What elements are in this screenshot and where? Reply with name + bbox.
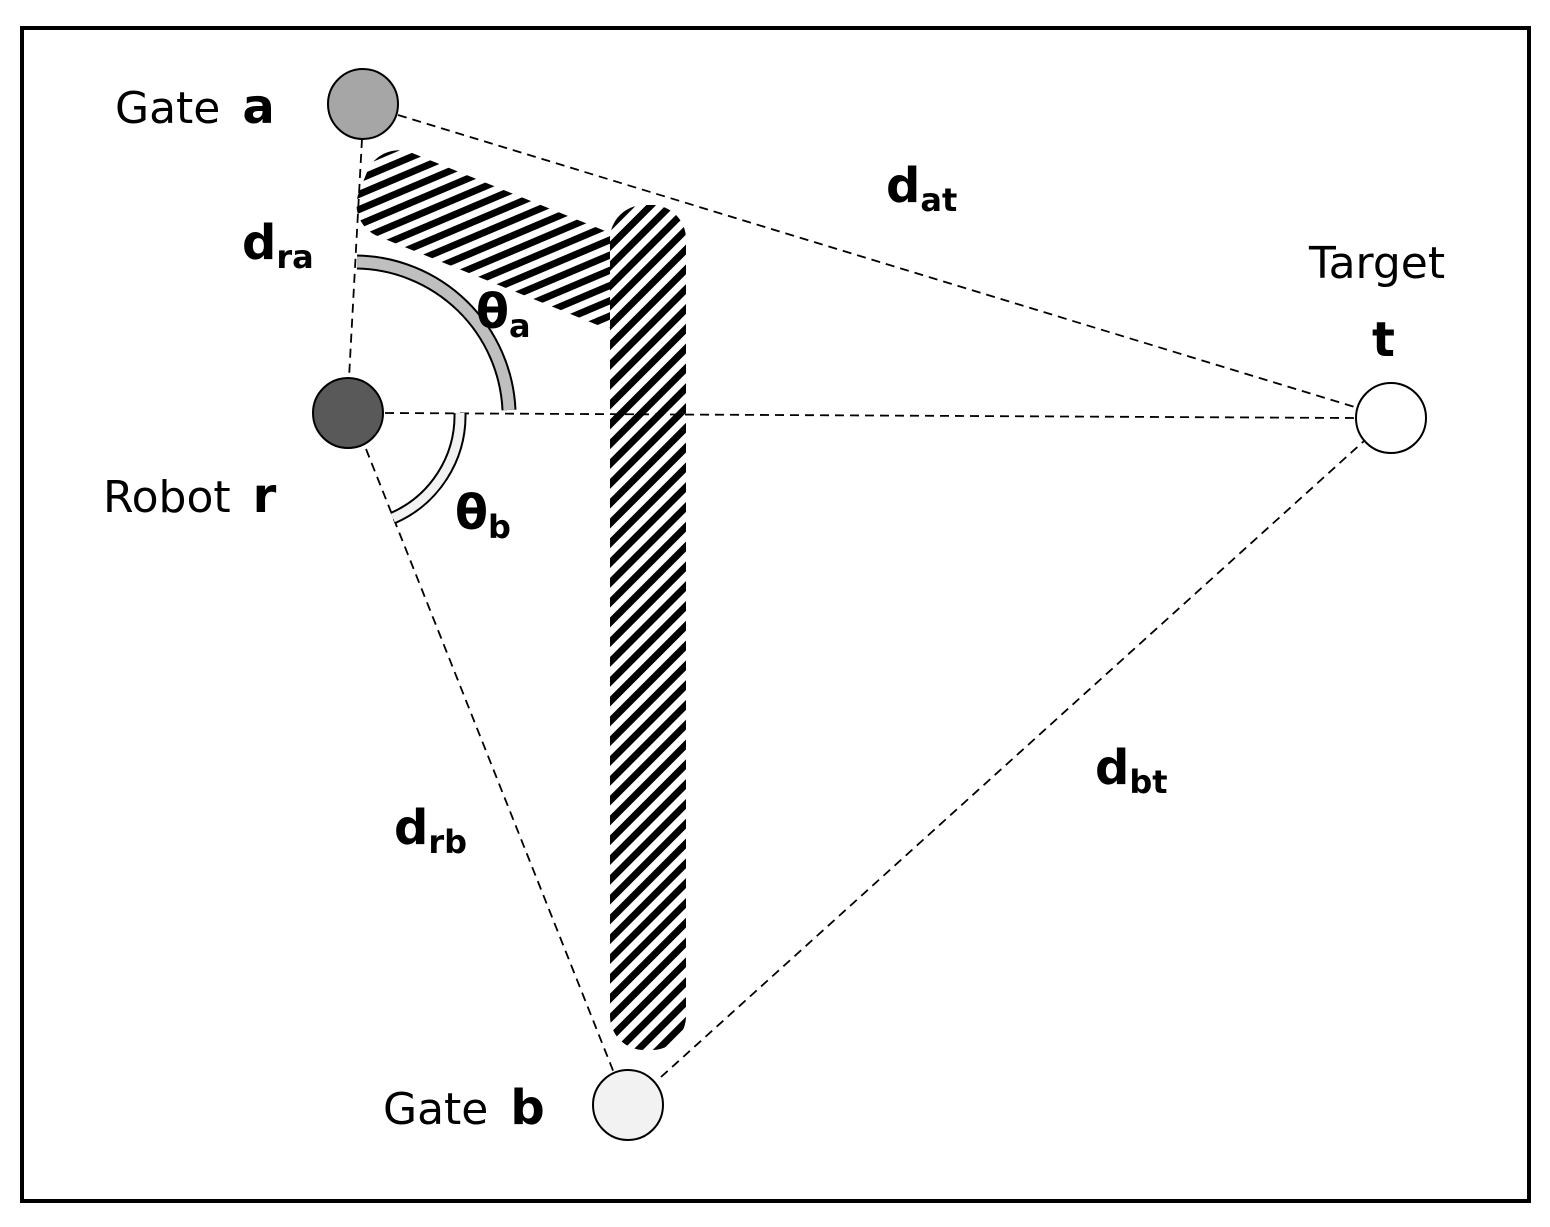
robot-r-node <box>312 377 384 449</box>
gate-a-node <box>327 68 399 140</box>
angle-label-theta-b: θb <box>455 485 511 546</box>
obstacle-horizontal-arm <box>356 150 654 328</box>
gate-b-node <box>592 1069 664 1141</box>
edge-label-d-rb: drb <box>394 800 467 861</box>
angle-arc-theta-a-fill <box>356 256 515 411</box>
edge-label-d-ra: dra <box>242 215 314 276</box>
obstacle-wall <box>356 150 686 1050</box>
edge-label-d-bt: dbt <box>1095 740 1168 801</box>
edge-label-d-at: dat <box>886 158 957 219</box>
edge-line-d-ra <box>348 138 363 379</box>
target-label: Target <box>1308 238 1445 289</box>
edge-line-d-rb <box>365 448 615 1074</box>
target-symbol: t <box>1372 312 1395 368</box>
angle-arc-theta-b-fill <box>391 412 465 523</box>
obstacle-vertical-bar <box>610 205 686 1050</box>
target-t-node <box>1355 382 1427 454</box>
diagram-frame <box>20 26 1531 1203</box>
edge-line-r-t <box>384 412 1356 419</box>
angle-label-theta-a: θa <box>476 284 531 345</box>
edge-line-d-bt <box>660 440 1365 1078</box>
edge-line-d-at <box>397 114 1359 409</box>
